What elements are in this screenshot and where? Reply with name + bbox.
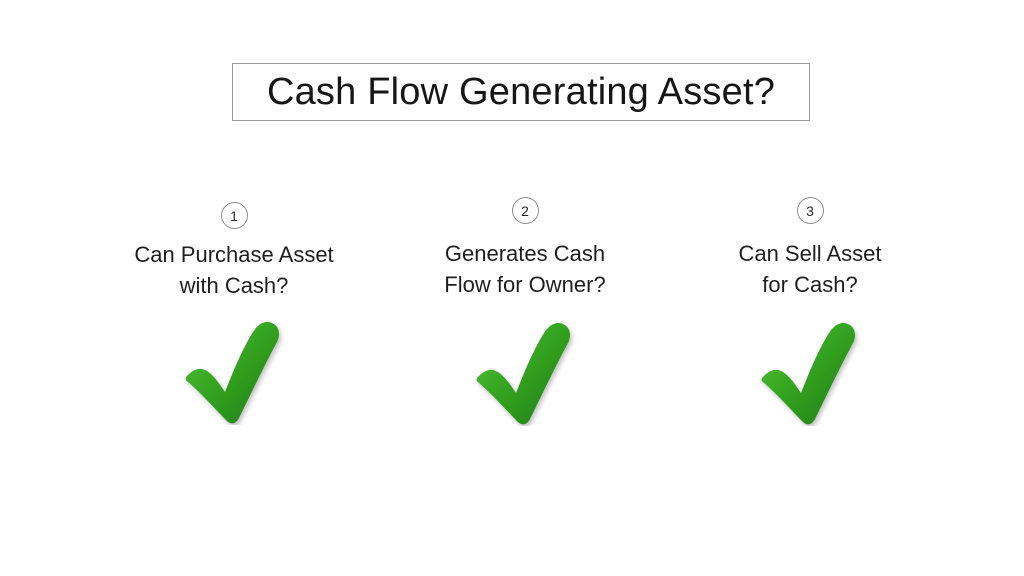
green-check-icon-1	[179, 313, 289, 425]
green-check-icon-2	[470, 314, 580, 426]
page-title-box: Cash Flow Generating Asset?	[232, 63, 810, 121]
criteria-column-3: 3 Can Sell Asset for Cash?	[660, 190, 960, 426]
step-number-badge-1: 1	[220, 202, 248, 229]
step-label-2: Generates Cash Flow for Owner?	[444, 241, 606, 298]
criteria-columns: 1 Can Purchase Asset with Cash?	[0, 190, 1024, 430]
criteria-column-2: 2 Generates Cash Flow for Owner?	[375, 190, 675, 426]
step-number-badge-3: 3	[796, 197, 824, 224]
page-title: Cash Flow Generating Asset?	[266, 71, 776, 113]
step-number-badge-2: 2	[511, 197, 539, 224]
step-label-1: Can Purchase Asset with Cash?	[134, 242, 334, 299]
criteria-column-1: 1 Can Purchase Asset with Cash?	[84, 190, 384, 425]
step-label-3: Can Sell Asset for Cash?	[738, 241, 882, 298]
green-check-icon-3	[755, 314, 865, 426]
